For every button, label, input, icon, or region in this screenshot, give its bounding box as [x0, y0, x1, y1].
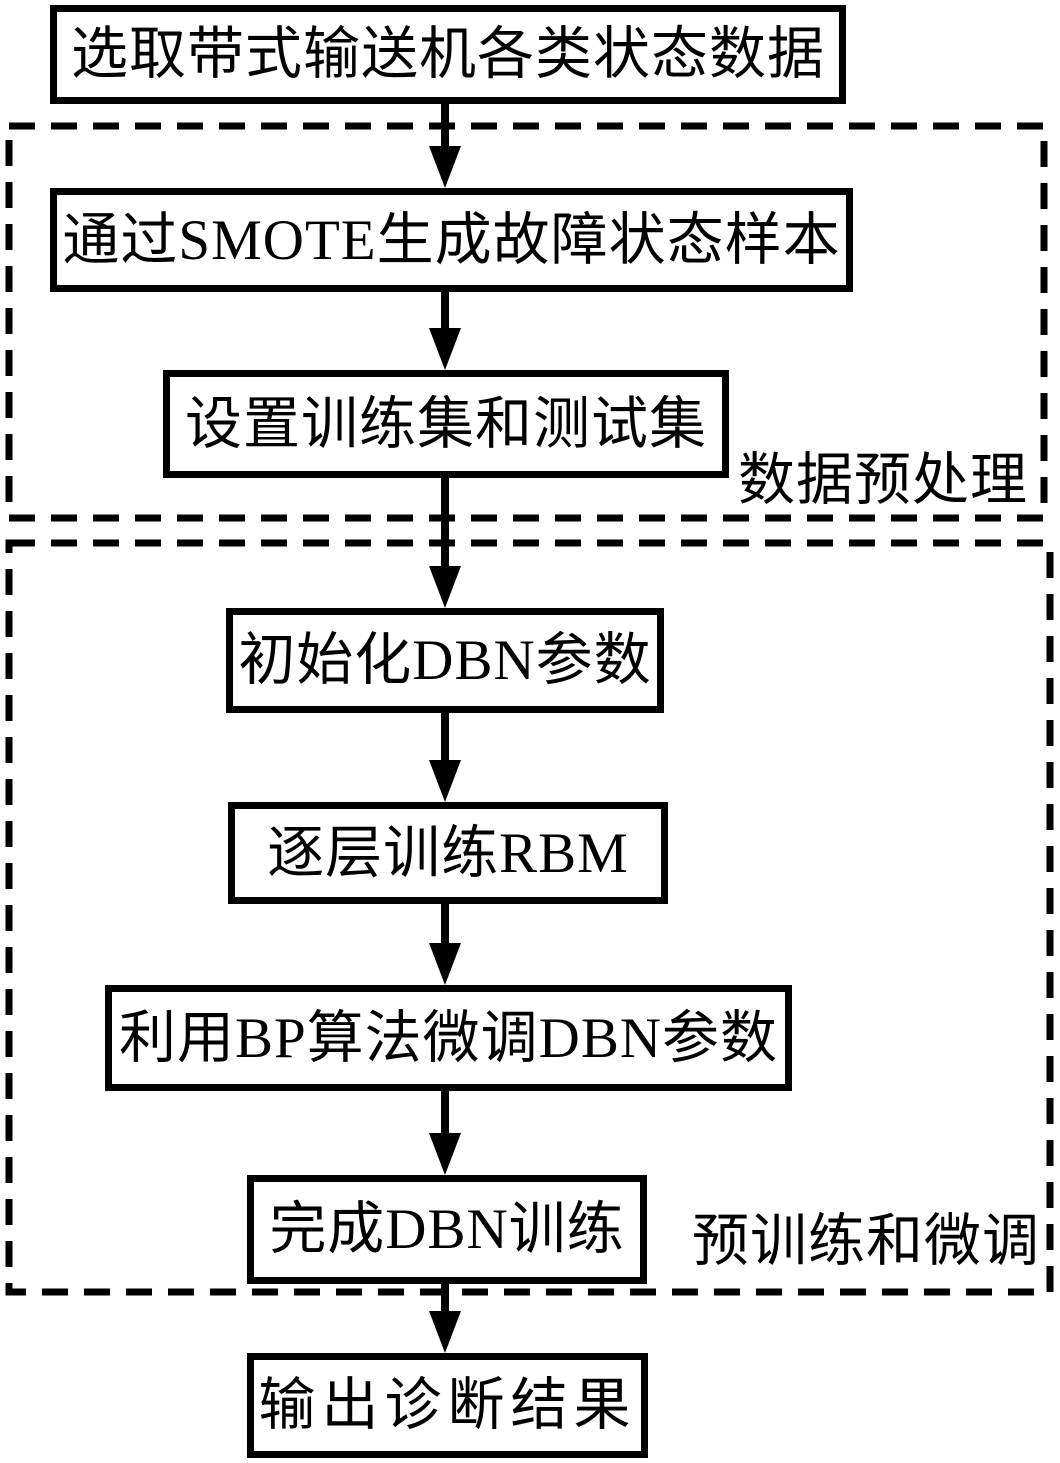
arrow-split-to-init	[428, 478, 462, 608]
flow-node-smote-samples: 通过SMOTE生成故障状态样本	[50, 188, 853, 292]
flow-node-split-sets-label: 设置训练集和测试集	[185, 392, 707, 456]
arrow-head-icon	[429, 1311, 461, 1353]
arrow-smote-to-split	[428, 292, 462, 370]
preprocessing-group-label: 数据预处理	[738, 449, 1028, 512]
pretrain-group-label: 预训练和微调	[692, 1210, 1040, 1273]
arrow-head-icon	[429, 760, 461, 802]
arrow-head-icon	[429, 943, 461, 985]
arrow-head-icon	[429, 328, 461, 370]
flow-node-split-sets: 设置训练集和测试集	[163, 370, 729, 478]
flow-node-output-result-label: 输出诊断结果	[258, 1374, 637, 1437]
arrow-line	[441, 1091, 449, 1147]
flow-node-dbn-done-label: 完成DBN训练	[269, 1198, 625, 1261]
arrow-line	[441, 104, 449, 160]
flow-node-output-result: 输出诊断结果	[247, 1353, 648, 1458]
arrow-line	[441, 292, 449, 342]
flow-node-bp-finetune: 利用BP算法微调DBN参数	[105, 985, 792, 1091]
arrow-line	[441, 478, 449, 580]
flow-node-dbn-done: 完成DBN训练	[247, 1175, 647, 1284]
arrow-head-icon	[429, 566, 461, 608]
flow-node-init-dbn-label: 初始化DBN参数	[238, 629, 652, 692]
arrow-line	[441, 713, 449, 774]
flow-node-bp-finetune-label: 利用BP算法微调DBN参数	[118, 1006, 779, 1070]
arrow-select-to-smote	[428, 104, 462, 188]
arrow-head-icon	[429, 1133, 461, 1175]
arrow-bp-to-done	[428, 1091, 462, 1175]
flow-node-smote-samples-label: 通过SMOTE生成故障状态样本	[62, 208, 841, 272]
arrow-line	[441, 904, 449, 957]
pretrain-group-border	[5, 539, 1054, 1296]
flow-node-train-rbm: 逐层训练RBM	[228, 802, 668, 904]
arrow-done-to-output	[428, 1284, 462, 1353]
flow-node-train-rbm-label: 逐层训练RBM	[267, 821, 629, 885]
flow-node-init-dbn: 初始化DBN参数	[226, 608, 664, 713]
arrow-rbm-to-bp	[428, 904, 462, 985]
flow-node-select-data: 选取带式输送机各类状态数据	[50, 5, 846, 104]
flow-node-select-data-label: 选取带式输送机各类状态数据	[71, 23, 825, 86]
arrow-init-to-rbm	[428, 713, 462, 802]
preprocessing-group-border	[5, 122, 1048, 522]
arrow-head-icon	[429, 146, 461, 188]
arrow-line	[441, 1284, 449, 1325]
